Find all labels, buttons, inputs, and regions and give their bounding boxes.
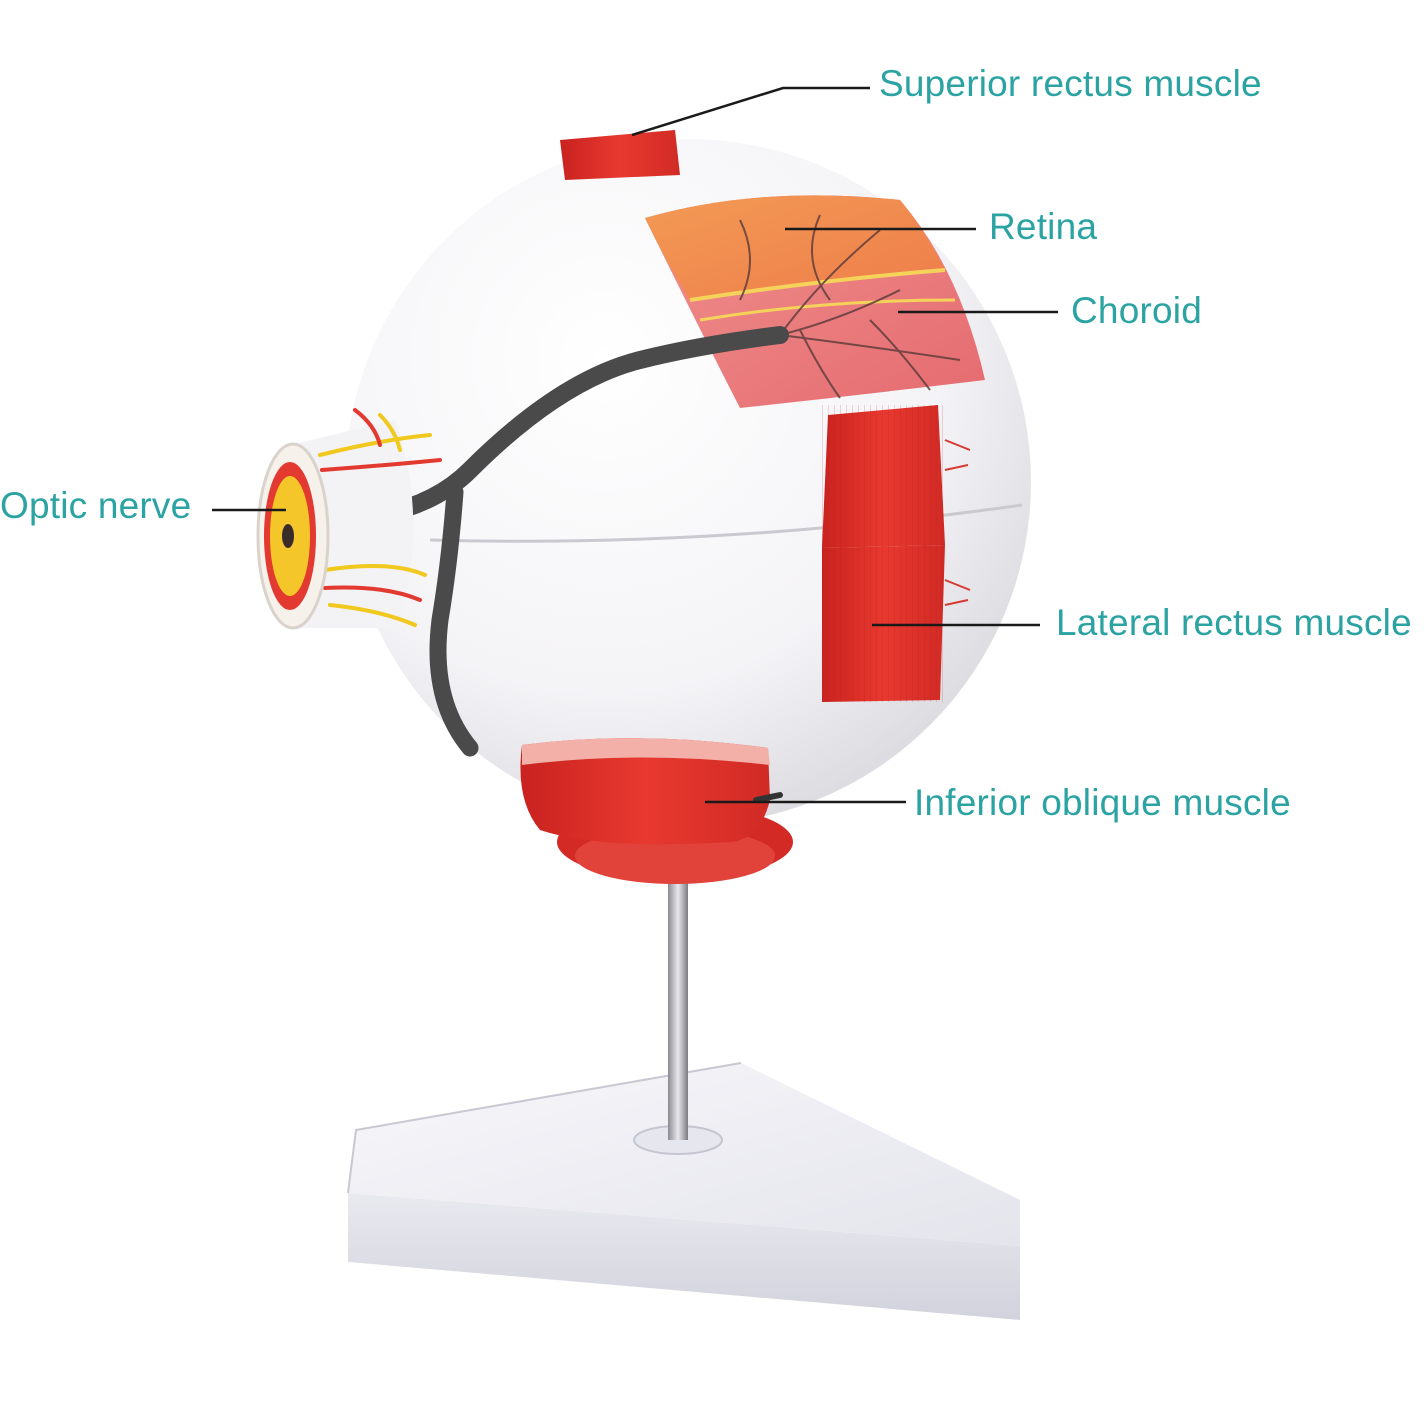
eyeball (256, 130, 1031, 884)
label-superior-rectus-muscle: Superior rectus muscle (879, 63, 1262, 104)
label-choroid: Choroid (1071, 290, 1202, 331)
superior-rectus (560, 130, 680, 180)
label-inferior-oblique-muscle: Inferior oblique muscle (914, 782, 1291, 823)
label-retina: Retina (989, 206, 1098, 247)
retina-layer (645, 195, 945, 300)
retinal-vessels (739, 214, 961, 399)
stand-rod (668, 880, 688, 1140)
leader-superior (631, 86, 870, 137)
lateral-rectus (822, 405, 971, 702)
label-lateral-rectus-muscle: Lateral rectus muscle (1056, 602, 1412, 643)
stand (347, 880, 1020, 1320)
stand-base-side (348, 1193, 1020, 1320)
optic-nerve (256, 408, 442, 630)
label-optic-nerve: Optic nerve (0, 485, 192, 526)
leader-lines (212, 86, 1058, 804)
inferior-oblique (520, 738, 783, 845)
